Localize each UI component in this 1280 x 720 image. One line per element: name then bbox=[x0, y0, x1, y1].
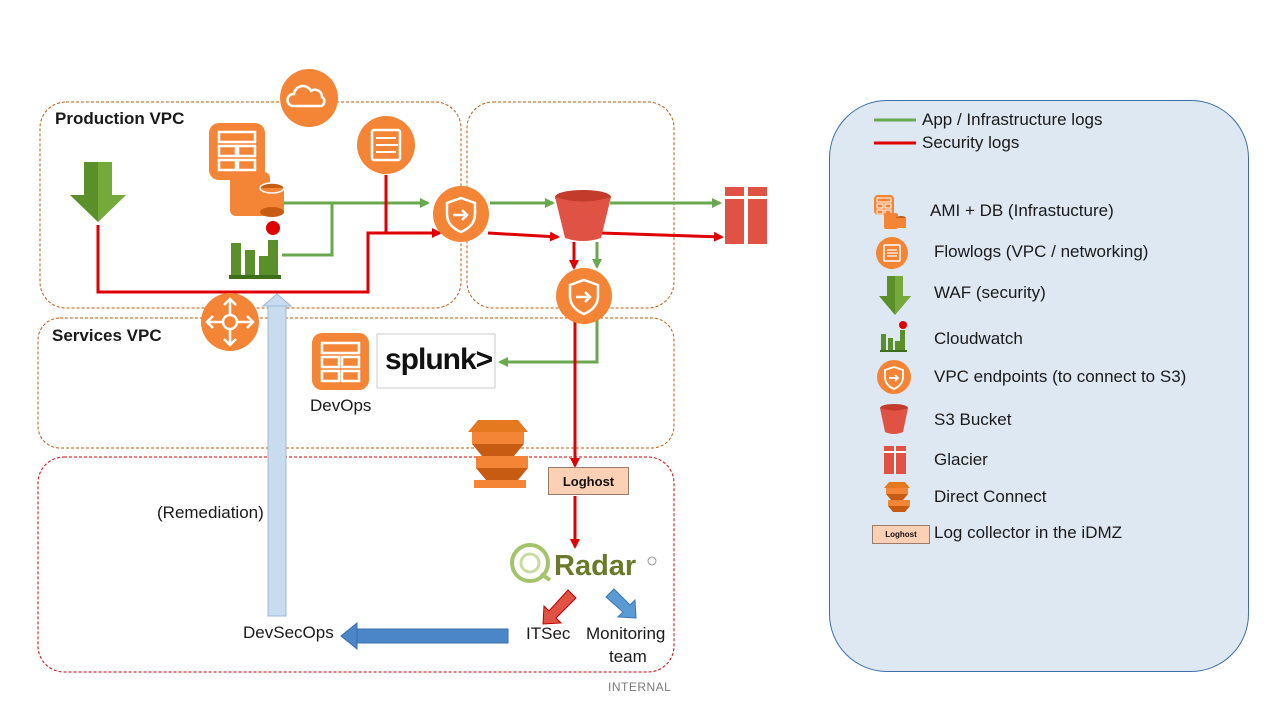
legend-s3: S3 Bucket bbox=[934, 410, 1012, 429]
remediation-arrow bbox=[261, 293, 293, 617]
legend-log-collector: Log collector in the iDMZ bbox=[934, 523, 1123, 542]
cloudwatch-icon bbox=[229, 221, 281, 279]
splunk-logo: splunk> bbox=[385, 343, 493, 376]
legend-glacier: Glacier bbox=[934, 450, 988, 469]
loghost-box: Loghost bbox=[548, 467, 629, 495]
devsecops-arrow bbox=[340, 621, 509, 651]
legend-security-logs: Security logs bbox=[922, 133, 1020, 152]
legend-glacier-icon bbox=[884, 446, 906, 474]
qradar-logo-text: Radar bbox=[554, 550, 637, 582]
services-vpc-boundary bbox=[37, 317, 675, 449]
direct-connect-icon bbox=[468, 420, 528, 488]
legend-ami-db: AMI + DB (Infrastucture) bbox=[930, 201, 1114, 220]
cloud-icon bbox=[280, 69, 338, 127]
itsec-label: ITSec bbox=[526, 624, 571, 643]
legend-panel: App / Infrastructure logs Security logs … bbox=[829, 100, 1249, 672]
legend-flowlogs-icon bbox=[876, 237, 908, 269]
legend-ami-db-icon bbox=[874, 195, 906, 229]
internal-classification-label: INTERNAL bbox=[608, 680, 672, 694]
itsec-arrow bbox=[542, 589, 577, 625]
legend-app-logs: App / Infrastructure logs bbox=[922, 110, 1103, 129]
legend-waf-icon bbox=[879, 276, 911, 315]
legend-s3-icon bbox=[880, 404, 908, 434]
app-log-flows bbox=[282, 198, 722, 367]
legend-loghost-icon: Loghost bbox=[872, 525, 930, 544]
qradar-logo-icon bbox=[510, 543, 657, 583]
devops-server-icon bbox=[312, 333, 369, 390]
ami-db-icon bbox=[209, 123, 285, 217]
legend-cloudwatch-icon bbox=[880, 321, 907, 352]
flowlogs-icon bbox=[357, 116, 415, 174]
production-vpc-label: Production VPC bbox=[55, 109, 185, 128]
devops-label: DevOps bbox=[310, 396, 372, 415]
legend-icons bbox=[874, 118, 916, 512]
waf-icon bbox=[70, 162, 126, 222]
s3-bucket-icon bbox=[555, 190, 611, 241]
splunk-box bbox=[376, 333, 496, 389]
vpc-router-icon bbox=[201, 293, 259, 351]
legend-vpc-endpoint-icon bbox=[877, 360, 911, 394]
legend-flowlogs: Flowlogs (VPC / networking) bbox=[934, 242, 1149, 261]
idmz-boundary bbox=[37, 456, 675, 673]
remediation-label: (Remediation) bbox=[157, 503, 264, 522]
monitoring-team-label-line1: Monitoring bbox=[586, 624, 666, 643]
legend-vpc-endpoints: VPC endpoints (to connect to S3) bbox=[934, 367, 1187, 386]
monitoring-team-label-line2: team bbox=[609, 647, 647, 666]
devsecops-label: DevSecOps bbox=[243, 623, 334, 642]
legend-direct-connect: Direct Connect bbox=[934, 487, 1047, 506]
glacier-icon bbox=[725, 187, 767, 244]
security-log-flows bbox=[96, 175, 724, 549]
vpc-endpoint-icon-1 bbox=[433, 186, 489, 242]
legend-waf: WAF (security) bbox=[934, 283, 1046, 302]
legend-direct-connect-icon bbox=[884, 482, 910, 512]
services-vpc-label: Services VPC bbox=[52, 326, 162, 345]
legend-cloudwatch: Cloudwatch bbox=[934, 329, 1023, 348]
vpc-endpoint-icon-2 bbox=[556, 268, 612, 324]
monitoring-arrow bbox=[605, 588, 637, 619]
